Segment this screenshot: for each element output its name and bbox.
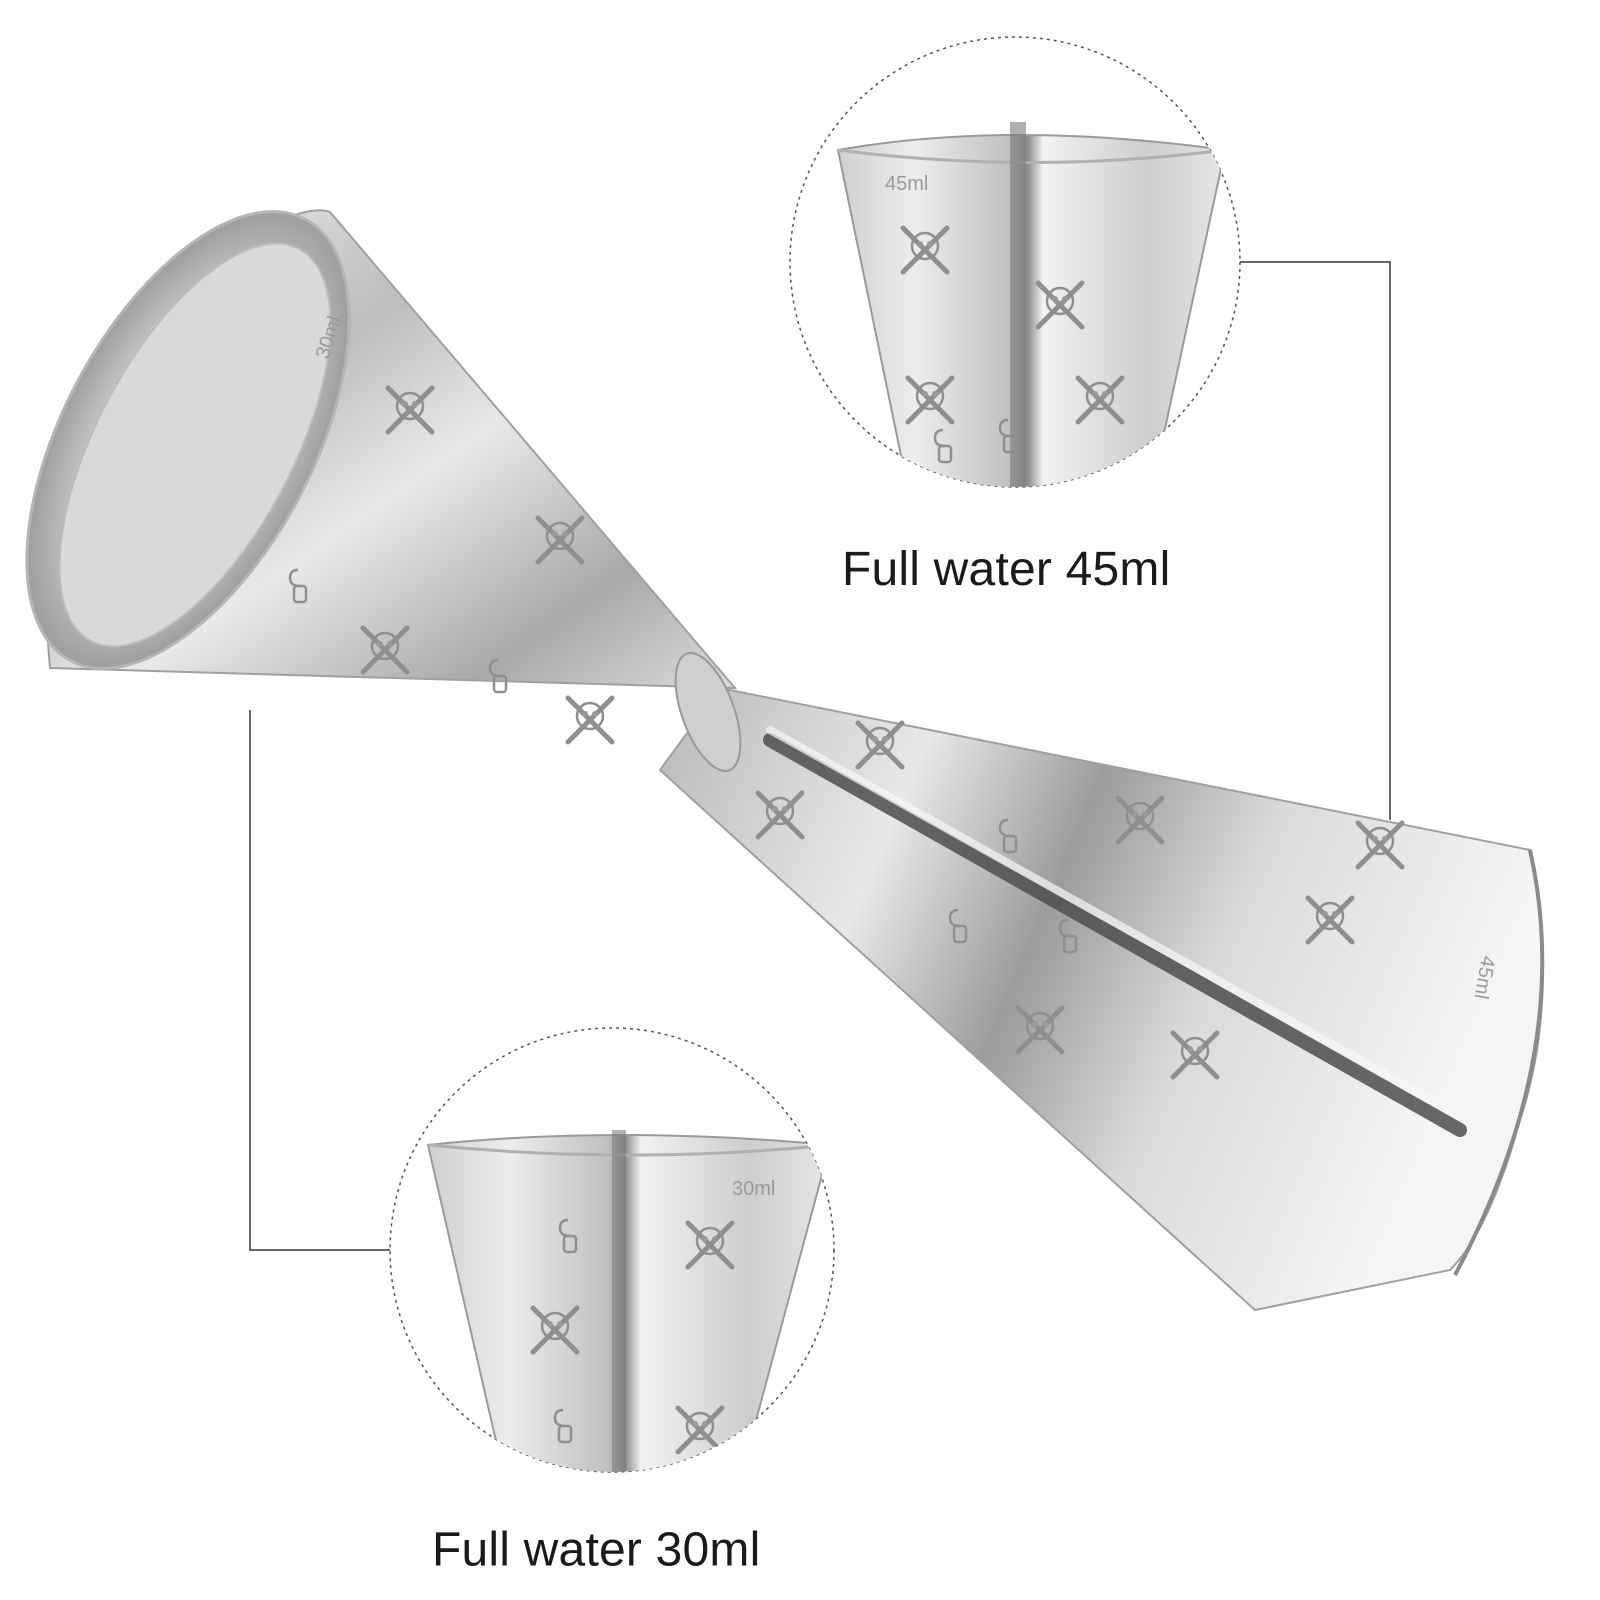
jigger-body: 30ml 45ml <box>25 209 1545 1312</box>
caption-large-cup: Full water 45ml <box>842 543 1171 596</box>
small-cup-mark: 30ml <box>732 1178 775 1200</box>
caption-small-cup: Full water 30ml <box>432 1523 761 1577</box>
connector-lines <box>249 261 1391 1251</box>
callout-large-cup: 45ml <box>789 36 1241 488</box>
large-cup-mark: 45ml <box>885 173 928 195</box>
callout-small-cup: 30ml <box>389 1027 835 1473</box>
